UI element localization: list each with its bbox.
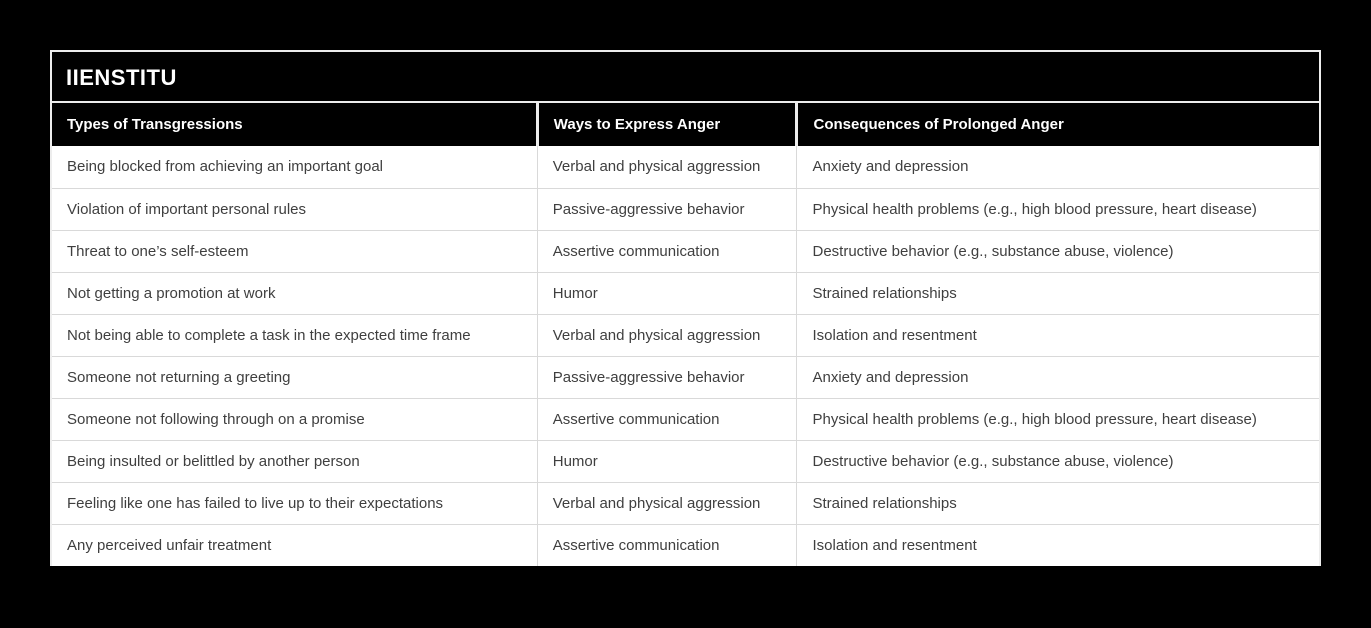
header-row: Types of Transgressions Ways to Express … bbox=[52, 103, 1319, 146]
consequence-cell: Physical health problems (e.g., high blo… bbox=[796, 187, 1319, 230]
expression-cell: Passive-aggressive behavior bbox=[537, 355, 798, 398]
consequence-cell: Destructive behavior (e.g., substance ab… bbox=[796, 229, 1319, 272]
brand-title: IIENSTITU bbox=[52, 52, 1319, 103]
consequence-cell: Isolation and resentment bbox=[796, 523, 1319, 566]
table-row: Someone not returning a greeting Passive… bbox=[52, 355, 1319, 398]
anger-table: Types of Transgressions Ways to Express … bbox=[52, 103, 1319, 566]
expression-cell: Passive-aggressive behavior bbox=[537, 187, 798, 230]
table-row: Violation of important personal rules Pa… bbox=[52, 187, 1319, 230]
transgression-cell: Threat to one’s self-esteem bbox=[52, 229, 538, 272]
column-header-ways-to-express-anger: Ways to Express Anger bbox=[537, 103, 799, 146]
transgression-cell: Violation of important personal rules bbox=[52, 187, 538, 230]
table-body: Being blocked from achieving an importan… bbox=[52, 146, 1319, 566]
expression-cell: Humor bbox=[537, 439, 798, 482]
table-row: Being blocked from achieving an importan… bbox=[52, 146, 1319, 188]
table-row: Not getting a promotion at work Humor St… bbox=[52, 271, 1319, 314]
consequence-cell: Physical health problems (e.g., high blo… bbox=[796, 397, 1319, 440]
expression-cell: Verbal and physical aggression bbox=[537, 146, 798, 188]
expression-cell: Assertive communication bbox=[537, 397, 798, 440]
table-row: Someone not following through on a promi… bbox=[52, 397, 1319, 440]
table-row: Feeling like one has failed to live up t… bbox=[52, 481, 1319, 524]
table-card: IIENSTITU Types of Transgressions Ways t… bbox=[50, 50, 1321, 566]
transgression-cell: Someone not following through on a promi… bbox=[52, 397, 538, 440]
consequence-cell: Destructive behavior (e.g., substance ab… bbox=[796, 439, 1319, 482]
expression-cell: Humor bbox=[537, 271, 798, 314]
column-header-consequences-of-prolonged-anger: Consequences of Prolonged Anger bbox=[796, 103, 1319, 146]
transgression-cell: Feeling like one has failed to live up t… bbox=[52, 481, 538, 524]
consequence-cell: Strained relationships bbox=[796, 481, 1319, 524]
consequence-cell: Anxiety and depression bbox=[796, 146, 1319, 188]
column-header-types-of-transgressions: Types of Transgressions bbox=[52, 103, 539, 146]
consequence-cell: Isolation and resentment bbox=[796, 313, 1319, 356]
expression-cell: Verbal and physical aggression bbox=[537, 313, 798, 356]
table-row: Not being able to complete a task in the… bbox=[52, 313, 1319, 356]
expression-cell: Assertive communication bbox=[537, 523, 798, 566]
transgression-cell: Any perceived unfair treatment bbox=[52, 523, 538, 566]
transgression-cell: Not being able to complete a task in the… bbox=[52, 313, 538, 356]
transgression-cell: Someone not returning a greeting bbox=[52, 355, 538, 398]
table-row: Any perceived unfair treatment Assertive… bbox=[52, 523, 1319, 566]
expression-cell: Verbal and physical aggression bbox=[537, 481, 798, 524]
transgression-cell: Being insulted or belittled by another p… bbox=[52, 439, 538, 482]
consequence-cell: Anxiety and depression bbox=[796, 355, 1319, 398]
transgression-cell: Being blocked from achieving an importan… bbox=[52, 146, 538, 188]
expression-cell: Assertive communication bbox=[537, 229, 798, 272]
consequence-cell: Strained relationships bbox=[796, 271, 1319, 314]
transgression-cell: Not getting a promotion at work bbox=[52, 271, 538, 314]
table-row: Being insulted or belittled by another p… bbox=[52, 439, 1319, 482]
table-row: Threat to one’s self-esteem Assertive co… bbox=[52, 229, 1319, 272]
